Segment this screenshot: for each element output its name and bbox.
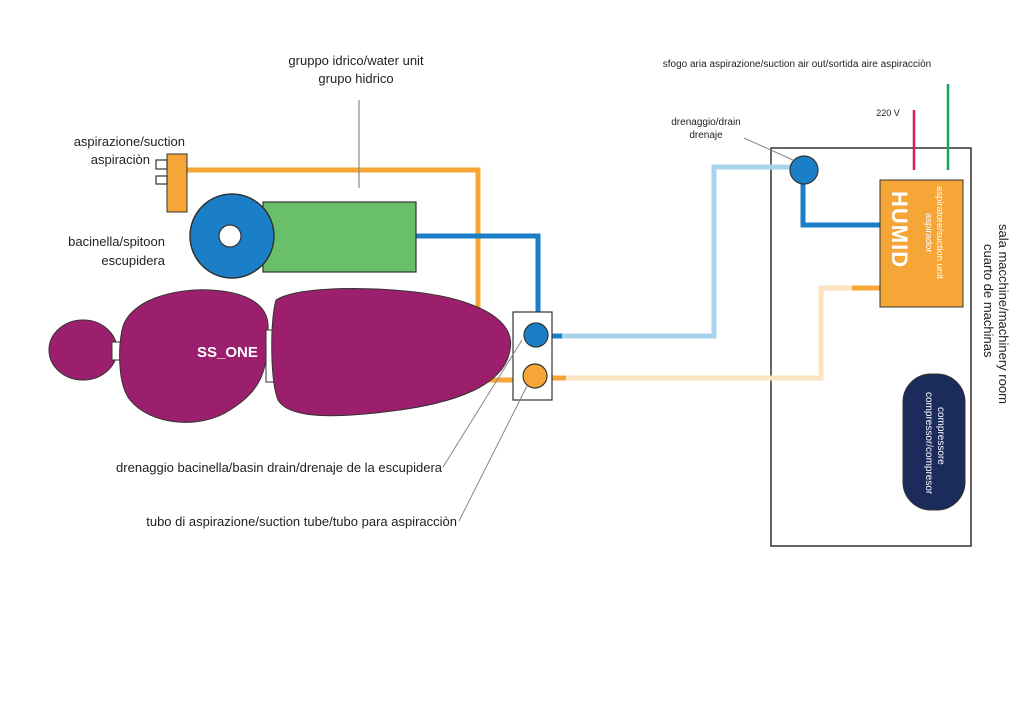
drain-to-suction-unit-pipe xyxy=(800,180,880,228)
suction-tube-to-room xyxy=(552,285,880,381)
suction-holder xyxy=(166,153,188,213)
voltage-label: 220 V xyxy=(876,108,900,118)
suction-unit-label-1: aspiratore/suction unit xyxy=(934,186,945,279)
compressor: compressore compressor/compresor xyxy=(902,373,966,511)
basin-drain-label: drenaggio bacinella/basin drain/drenaje … xyxy=(116,460,443,475)
suction-tip-2 xyxy=(155,175,168,185)
drain-pipe-to-room xyxy=(550,164,796,339)
drain-label-1: drenaggio/drain xyxy=(671,117,741,128)
water-unit-label-1: gruppo idrico/water unit xyxy=(288,53,424,68)
drain-leader xyxy=(743,137,794,161)
junction-suction-port xyxy=(522,363,548,389)
air-out-label: sfogo aria aspirazione/suction air out/s… xyxy=(663,59,931,70)
compressor-label-2: compressor/compresor xyxy=(923,392,934,495)
chair-backrest xyxy=(119,289,269,423)
drain-label-2: drenaje xyxy=(689,130,723,141)
machinery-room-label-2: cuarto de machinas xyxy=(981,244,996,358)
machinery-room-box xyxy=(770,147,972,547)
room-drain xyxy=(789,155,819,185)
compressor-body xyxy=(902,373,966,511)
spitoon-drain-hole xyxy=(218,224,242,248)
suction-unit: HUMID aspiratore/suction unit aspirador xyxy=(879,179,964,308)
suction-label-2: aspiraciòn xyxy=(91,152,150,167)
junction-drain-port xyxy=(523,322,549,348)
water-unit-label-2: grupo hidrico xyxy=(318,71,393,86)
dental-chair: SS_ONE xyxy=(48,288,512,423)
suction-tube-label: tubo di aspirazione/suction tube/tubo pa… xyxy=(146,514,457,529)
suction-pipe xyxy=(187,167,530,383)
machinery-room-label-1: sala macchine/machinery room xyxy=(996,224,1011,404)
suction-tube-leader xyxy=(458,385,528,522)
suction-label-1: aspirazione/suction xyxy=(74,134,185,149)
spitoon-label-2: escupidera xyxy=(101,253,165,268)
compressor-label-1: compressore xyxy=(935,407,946,465)
chair-label: SS_ONE xyxy=(197,344,258,361)
suction-tip-1 xyxy=(155,159,168,170)
suction-unit-body xyxy=(879,179,964,308)
chair-seat xyxy=(271,288,512,417)
suction-unit-label-2: aspirador xyxy=(923,213,934,253)
water-unit xyxy=(262,201,417,273)
spitoon-label-1: bacinella/spitoon xyxy=(68,234,165,249)
chair-headrest xyxy=(48,319,118,381)
suction-unit-humid-label: HUMID xyxy=(887,191,912,268)
basin-drain-leader xyxy=(442,339,523,468)
